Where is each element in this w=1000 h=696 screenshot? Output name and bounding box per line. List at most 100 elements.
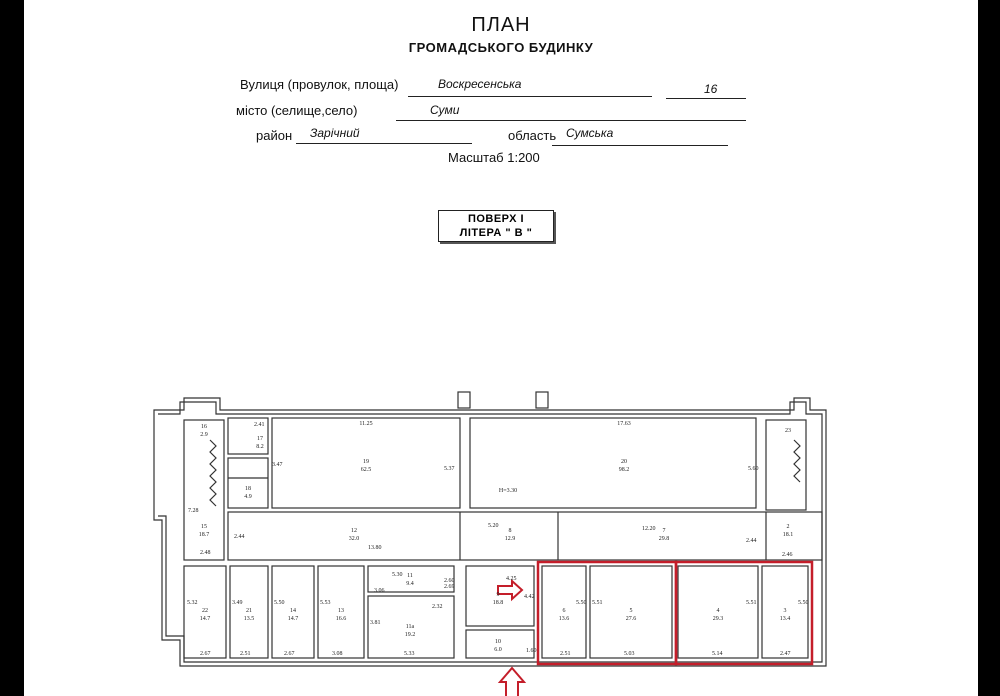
room-2-area: 18.1 <box>783 532 794 538</box>
region-underline <box>552 145 728 146</box>
plan-title: ПЛАН <box>471 14 531 36</box>
room-9-number: 9 <box>497 592 500 598</box>
room-20-number: 20 <box>621 459 627 465</box>
dim-5-14: 5.14 <box>712 651 723 657</box>
room-19-area: 62.5 <box>361 467 372 473</box>
room-4-area: 29.3 <box>713 616 724 622</box>
room-21-area: 13.5 <box>244 616 255 622</box>
street-label: Вулиця (провулок, площа) <box>240 77 399 92</box>
floor-box: ПОВЕРХ І ЛІТЕРА " В " <box>438 210 554 242</box>
highlight-rooms-4-3 <box>674 560 814 666</box>
room-2-number: 2 <box>787 524 790 530</box>
arrow-up-icon <box>497 666 527 696</box>
dim-top-2: 17.63 <box>617 421 631 427</box>
ceiling-height: Н=3.30 <box>499 488 517 494</box>
room-16-area: 2.9 <box>200 432 208 438</box>
dim-7-28: 7.28 <box>188 508 199 514</box>
room-5-number: 5 <box>630 608 633 614</box>
dim-2-60: 2.60 <box>444 578 455 584</box>
room-13-number: 13 <box>338 608 344 614</box>
room-10-number: 10 <box>495 639 501 645</box>
city-label: місто (селище,село) <box>236 103 358 118</box>
highlight-rooms-6-5 <box>536 560 678 666</box>
room-17-number: 17 <box>257 436 263 442</box>
plan-labels: 11.25 17.63 19 62.5 20 98.2 Н=3.30 12 32… <box>187 421 809 657</box>
dim-5-20: 5.20 <box>488 523 499 529</box>
dim-3-08: 3.08 <box>332 651 343 657</box>
highlight-frames <box>536 560 814 666</box>
dim-5-03: 5.03 <box>624 651 635 657</box>
room-10-area: 6.0 <box>494 647 502 653</box>
room-20-area: 98.2 <box>619 467 630 473</box>
arrow-right-icon <box>497 578 524 602</box>
room-17-area: 8.2 <box>256 444 264 450</box>
room-5-area: 27.6 <box>626 616 637 622</box>
room-9-area: 18.8 <box>493 600 504 606</box>
dim-12-20: 12.20 <box>642 526 656 532</box>
room-22-number: 22 <box>202 608 208 614</box>
room-6-area: 13.6 <box>559 616 570 622</box>
dim-2-67-b: 2.67 <box>284 651 295 657</box>
room-7-area: 29.8 <box>659 536 670 542</box>
room-11a-number: 11a <box>406 624 415 630</box>
dim-2-41: 2.41 <box>254 422 265 428</box>
room-3-area: 13.4 <box>780 616 791 622</box>
room-11a-area: 19.2 <box>405 632 416 638</box>
room-14-area: 14.7 <box>288 616 299 622</box>
dim-13-80: 13.80 <box>368 545 382 551</box>
dim-5-51-b: 5.51 <box>746 600 757 606</box>
room-13-area: 16.6 <box>336 616 347 622</box>
house-number: 16 <box>704 82 718 96</box>
dim-5-33: 5.33 <box>404 651 415 657</box>
region-value: Сумська <box>566 126 614 140</box>
room-11-area: 9.4 <box>406 581 414 587</box>
room-21-number: 21 <box>246 608 252 614</box>
floor-line-1: ПОВЕРХ І <box>467 213 525 225</box>
dim-3-81: 3.81 <box>370 620 381 626</box>
dim-5-37: 5.37 <box>444 466 455 472</box>
dim-4-42: 4.42 <box>524 594 535 600</box>
dim-2-46: 2.46 <box>782 552 793 558</box>
district-underline <box>296 143 472 144</box>
region-label: область <box>508 128 557 143</box>
room-19-number: 19 <box>363 459 369 465</box>
room-16-number: 16 <box>201 424 207 430</box>
dim-5-30: 5.30 <box>392 572 403 578</box>
dim-3-06: 3.06 <box>374 588 385 594</box>
dim-1-60: 1.60 <box>526 648 537 654</box>
dim-2-47: 2.47 <box>780 651 791 657</box>
dim-top-1: 11.25 <box>359 421 372 427</box>
dim-3-49: 3.49 <box>232 600 243 606</box>
dim-4-25: 4.25 <box>506 576 517 582</box>
plan-subtitle: ГРОМАДСЬКОГО БУДИНКУ <box>408 40 594 55</box>
dim-5-50-c: 5.50 <box>798 600 809 606</box>
room-22-area: 14.7 <box>200 616 211 622</box>
street-underline <box>408 96 652 97</box>
room-4-number: 4 <box>717 608 720 614</box>
dim-2-48: 2.48 <box>200 550 211 556</box>
dim-5-32: 5.32 <box>187 600 198 606</box>
city-underline <box>396 120 746 121</box>
room-12-number: 12 <box>351 528 357 534</box>
dim-5-53: 5.53 <box>320 600 331 606</box>
room-18-number: 18 <box>245 486 251 492</box>
room-12-area: 32.0 <box>349 536 360 542</box>
room-7-number: 7 <box>663 528 666 534</box>
room-23-number: 23 <box>785 428 791 434</box>
dim-2-51-b: 2.51 <box>560 651 571 657</box>
district-value: Зарічний <box>310 126 360 140</box>
dim-2-44-right: 2.44 <box>746 538 757 544</box>
room-6-number: 6 <box>563 608 566 614</box>
floor-line-2: ЛІТЕРА " В " <box>459 227 533 239</box>
dim-2-67-a: 2.67 <box>200 651 211 657</box>
dim-2-32: 2.32 <box>432 604 443 610</box>
room-14-number: 14 <box>290 608 296 614</box>
room-15-area: 18.7 <box>199 532 210 538</box>
house-underline <box>666 98 746 99</box>
room-8-area: 12.9 <box>505 536 516 542</box>
plan-walls <box>153 391 827 667</box>
dim-2-44-left: 2.44 <box>234 534 245 540</box>
room-11-number: 11 <box>407 573 413 579</box>
street-value: Воскресенська <box>438 77 522 91</box>
dim-3-47: 3.47 <box>272 462 283 468</box>
